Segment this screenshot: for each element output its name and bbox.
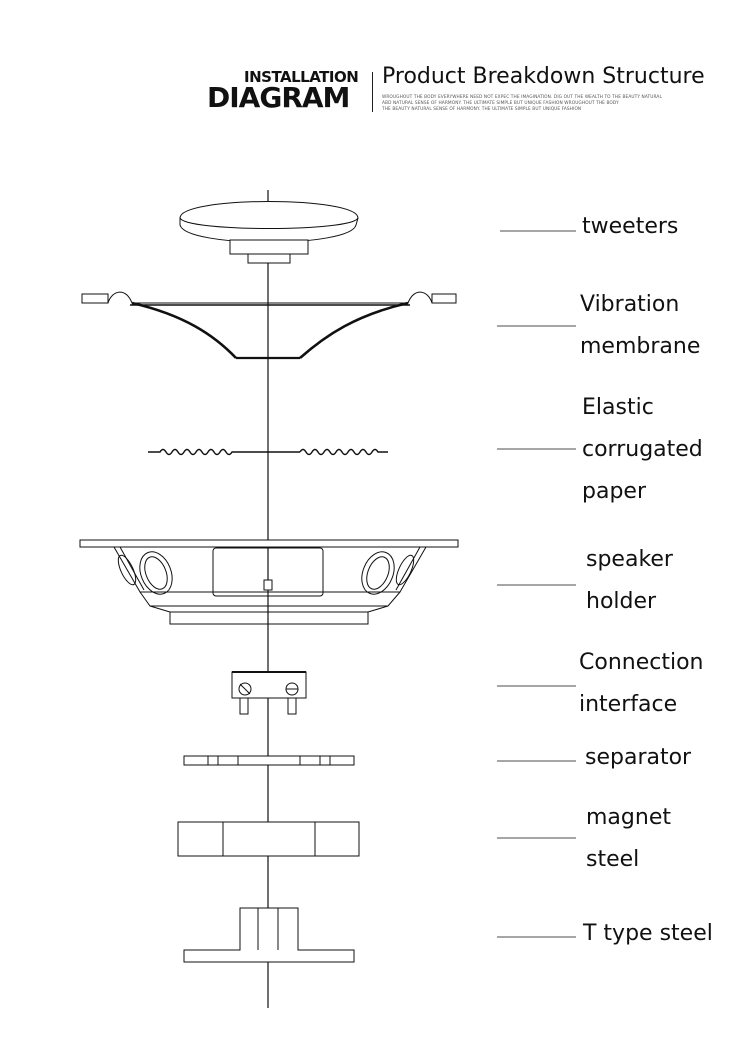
vibration-membrane-part — [81, 291, 457, 360]
label-line: corrugated — [582, 437, 703, 462]
label-line: steel — [586, 847, 640, 872]
t-type-steel-part — [183, 907, 355, 963]
fine-print-line: THE BEAUTY NATURAL SENSE OF HARMONY. THE… — [382, 107, 582, 112]
label-vibration-membrane: Vibration membrane — [580, 284, 700, 368]
label-magnet-steel: magnet steel — [586, 797, 671, 881]
speaker-holder-part — [79, 539, 459, 625]
label-line: separator — [585, 745, 692, 770]
label-separator: separator — [585, 737, 691, 779]
label-line: Connection — [579, 650, 704, 675]
label-line: T type steel — [583, 921, 713, 946]
label-line: membrane — [580, 334, 701, 359]
connection-interface-part — [231, 671, 307, 715]
label-line: Elastic — [582, 395, 654, 420]
label-line: Vibration — [580, 292, 680, 317]
magnet-steel-part — [177, 821, 360, 857]
label-elastic-corrugated-paper: Elastic corrugated paper — [582, 387, 703, 513]
label-line: holder — [586, 589, 657, 614]
fine-print-line: WROUGHOUT THE BODY EVERYWHERE NEED NOT E… — [382, 95, 662, 100]
label-line: magnet — [586, 805, 671, 830]
diagram-word: DIAGRAM — [207, 81, 350, 114]
header-divider — [372, 72, 373, 112]
label-line: interface — [579, 692, 678, 717]
separator-part — [183, 755, 355, 766]
label-line: tweeters — [582, 214, 679, 239]
label-line: speaker — [586, 547, 673, 572]
label-t-type-steel: T type steel — [583, 913, 713, 955]
leader-lines — [497, 230, 576, 938]
page-title: Product Breakdown Structure — [382, 64, 705, 89]
header: INSTALLATION DIAGRAM Product Breakdown S… — [0, 0, 750, 130]
label-tweeters: tweeters — [582, 206, 678, 248]
fine-print-line: ABD NATURAL SENSE OF HARMONY. THE ULTIMA… — [382, 101, 619, 106]
tweeter-part — [179, 201, 359, 264]
corrugated-paper-part — [148, 448, 388, 456]
installation-word: INSTALLATION — [244, 68, 359, 86]
label-speaker-holder: speaker holder — [586, 539, 673, 623]
label-connection-interface: Connection interface — [579, 642, 703, 726]
label-line: paper — [582, 479, 646, 504]
